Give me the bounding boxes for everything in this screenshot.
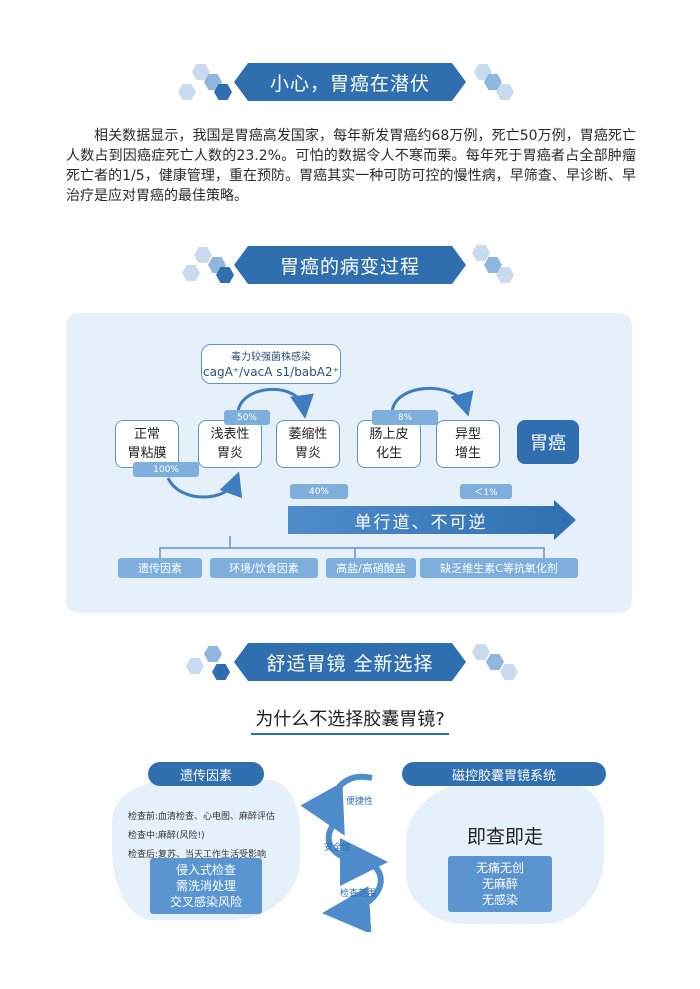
benefit-item: 无麻醉 [481, 877, 518, 891]
hexagon-decor [486, 654, 504, 670]
hexagon-decor [496, 84, 514, 100]
capsule-benefits: 无痛无创 无麻醉 无感染 [448, 856, 552, 912]
benefit-item: 无感染 [481, 893, 518, 907]
hexagon-decor [472, 245, 490, 261]
hexagon-decor [186, 658, 204, 674]
comparison-question: 为什么不选择胶囊胃镜? [0, 705, 700, 735]
comparison-question-text: 为什么不选择胶囊胃镜? [251, 709, 449, 735]
arrow-8 [390, 387, 474, 417]
cycle-coverage: 检查范围 [340, 889, 377, 899]
rate-badge: 40% [290, 484, 348, 499]
exam-step: 检查前:血清检查、心电图、麻醉评估 [128, 812, 276, 822]
rate-badge: 8% [372, 410, 438, 425]
exam-step: 检查中:麻醉(风险!) [128, 831, 205, 841]
cycle-convenience: 便捷性 [346, 797, 374, 807]
stage-superficial-gastritis: 浅表性 胃炎 [198, 420, 262, 468]
rate-badge: ＜1% [460, 484, 512, 499]
factor-antioxidant: 缺乏维生素C等抗氧化剂 [420, 558, 578, 578]
intro-paragraph: 相关数据显示，我国是胃癌高发国家，每年新发胃癌约68万例，死亡50万例，胃癌死亡… [66, 128, 636, 204]
hexagon-decor [212, 664, 230, 680]
drawback-item: 交叉感染风险 [169, 895, 242, 909]
hexagon-decor [214, 84, 232, 100]
arrow-100 [166, 471, 243, 499]
advantage-cycle [300, 773, 388, 932]
capsule-slogan: 即查即走 [466, 826, 543, 848]
stage-gastric-cancer: 胃癌 [517, 420, 579, 464]
hexagon-decor [496, 267, 514, 283]
hexagon-decor [204, 646, 222, 662]
strain-box: 毒力较强菌株感染 cagA⁺/vacA s1/babA2⁺ [201, 344, 341, 384]
section-title: 胃癌的病变过程 [234, 246, 466, 284]
section-banner-2: 胃癌的病变过程 [178, 245, 522, 285]
section-banner-3: 舒适胃镜 全新选择 [178, 642, 522, 682]
hexagon-decor [192, 64, 210, 80]
factor-environment: 环境/饮食因素 [210, 558, 318, 578]
cycle-safety: 安全性 [324, 843, 352, 853]
left-tag: 遗传因素 [148, 762, 264, 786]
hexagon-decor [194, 247, 212, 263]
exam-steps: 检查前:血清检查、心电图、麻醉评估 检查中:麻醉(风险!) 检查后:复苏、当天工… [128, 808, 275, 865]
stage-atrophic-gastritis: 萎缩性 胃炎 [276, 420, 340, 468]
hexagon-decor [484, 74, 502, 90]
section-banner-1: 小心，胃癌在潜伏 [178, 62, 522, 102]
hexagon-decor [178, 84, 196, 100]
section-title: 舒适胃镜 全新选择 [234, 643, 466, 681]
stage-dysplasia: 异型 增生 [436, 420, 500, 468]
factor-bracket [159, 536, 545, 558]
exam-step: 检查后:复苏、当天工作生活受影响 [128, 850, 267, 860]
irreversible-arrow: 单行道、不可逆 [288, 500, 576, 540]
drawback-item: 侵入式检查 [175, 863, 236, 877]
stage-metaplasia: 肠上皮 化生 [357, 420, 421, 468]
hexagon-decor [500, 664, 518, 680]
hexagon-decor [216, 267, 234, 283]
drawback-item: 需洗消处理 [175, 879, 236, 893]
hexagon-decor [472, 644, 490, 660]
benefit-item: 无痛无创 [475, 861, 524, 875]
arrow-50 [236, 388, 314, 419]
strain-title: 毒力较强菌株感染 [231, 352, 311, 363]
factor-salt: 高盐/高硝酸盐 [326, 558, 416, 578]
strain-detail: cagA⁺/vacA s1/babA2⁺ [203, 365, 339, 379]
section-title: 小心，胃癌在潜伏 [234, 63, 466, 101]
stage-normal: 正常 胃粘膜 [115, 420, 179, 468]
hexagon-decor [484, 257, 502, 273]
factor-genetic: 遗传因素 [118, 558, 202, 578]
rate-badge: 100% [133, 462, 199, 477]
traditional-drawbacks: 侵入式检查 需洗消处理 交叉感染风险 [150, 858, 262, 914]
rate-badge: 50% [224, 410, 270, 425]
hexagon-decor [182, 265, 200, 281]
right-tag: 磁控胶囊胃镜系统 [402, 762, 606, 786]
